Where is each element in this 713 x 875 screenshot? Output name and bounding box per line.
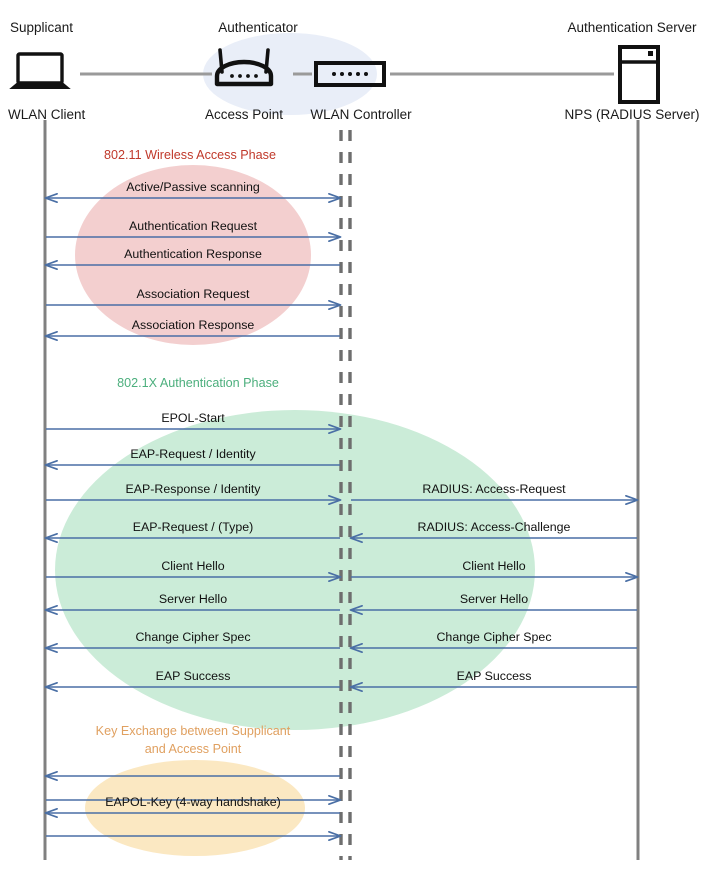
message-label: EPOL-Start: [161, 411, 225, 425]
actor-device-wlan-controller: WLAN Controller: [310, 107, 412, 122]
message-label: Association Response: [131, 318, 255, 332]
actor-role-authenticator: Authenticator: [218, 20, 298, 35]
wlan-controller-icon: [314, 61, 386, 87]
message-label: Client Hello: [462, 559, 526, 573]
actor-device-wlan-client: WLAN Client: [8, 107, 86, 122]
message-label: Server Hello: [459, 592, 529, 606]
phase-ellipse-8021x: [55, 410, 535, 730]
message-label: EAPOL-Key (4-way handshake): [105, 795, 281, 809]
message-label: Active/Passive scanning: [126, 180, 260, 194]
message-label: EAP Success: [155, 669, 231, 683]
actor-role-authentication-server: Authentication Server: [567, 20, 697, 35]
message-label: EAP-Response / Identity: [125, 482, 261, 496]
phase-ellipse-80211: [75, 165, 311, 345]
message-label: RADIUS: Access-Challenge: [417, 520, 571, 534]
access-point-icon: [214, 48, 274, 87]
message-label: EAP Success: [456, 669, 532, 683]
message-label: Change Cipher Spec: [436, 630, 552, 644]
phase-label-key-exchange: Key Exchange between Supplicant and Acce…: [95, 724, 291, 757]
authenticator-halo: [203, 33, 377, 115]
message-label: Association Request: [136, 287, 250, 301]
phase-label-80211: 802.11 Wireless Access Phase: [104, 148, 276, 162]
message-label: RADIUS: Access-Request: [422, 482, 566, 496]
message-label: Client Hello: [161, 559, 225, 573]
laptop-icon: [9, 52, 71, 89]
phase-label-8021x: 802.1X Authentication Phase: [117, 376, 279, 390]
server-icon: [618, 45, 660, 104]
message-label: EAP-Request / Identity: [130, 447, 256, 461]
message-arrow-group: [46, 198, 637, 836]
message-label: EAP-Request / (Type): [132, 520, 254, 534]
message-label: Change Cipher Spec: [135, 630, 251, 644]
message-label: Authentication Request: [128, 219, 258, 233]
message-label: Authentication Response: [124, 247, 262, 261]
phase-ellipse-key: [85, 760, 305, 856]
actor-device-nps: NPS (RADIUS Server): [564, 107, 700, 122]
actor-role-supplicant: Supplicant: [10, 20, 74, 35]
actor-device-access-point: Access Point: [204, 107, 284, 122]
message-label: Server Hello: [158, 592, 228, 606]
